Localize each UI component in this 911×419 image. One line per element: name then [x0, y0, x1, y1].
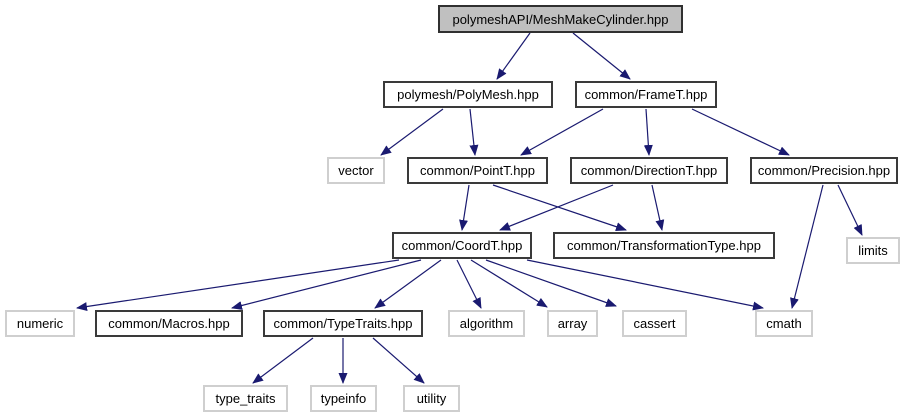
edge-coordt-to-cmath: [526, 259, 764, 311]
node-algorithm: algorithm: [448, 310, 525, 337]
node-array: array: [547, 310, 598, 337]
edge-directiont-to-coordt: [499, 184, 614, 231]
node-cassert: cassert: [622, 310, 687, 337]
node-type_traits: type_traits: [203, 385, 288, 412]
edge-coordt-to-typetraits: [374, 259, 442, 309]
edge-polymesh-to-pointt: [469, 108, 479, 156]
node-typetraits[interactable]: common/TypeTraits.hpp: [263, 310, 423, 337]
node-vector: vector: [327, 157, 385, 184]
edge-directiont-to-transformationtype: [651, 184, 665, 231]
node-transformationtype[interactable]: common/TransformationType.hpp: [553, 232, 775, 259]
node-cmath: cmath: [755, 310, 813, 337]
edge-coordt-to-algorithm: [456, 259, 482, 309]
node-root: polymeshAPI/MeshMakeCylinder.hpp: [438, 5, 683, 33]
edge-coordt-to-macros: [231, 259, 422, 310]
edge-pointt-to-coordt: [459, 184, 470, 231]
node-precision[interactable]: common/Precision.hpp: [750, 157, 898, 184]
edge-pointt-to-transformationtype: [492, 184, 627, 232]
node-macros[interactable]: common/Macros.hpp: [95, 310, 243, 337]
node-utility: utility: [403, 385, 460, 412]
node-directiont[interactable]: common/DirectionT.hpp: [570, 157, 728, 184]
node-typeinfo: typeinfo: [310, 385, 377, 412]
node-polymesh[interactable]: polymesh/PolyMesh.hpp: [383, 81, 553, 108]
edge-precision-to-limits: [837, 184, 863, 236]
edge-framet-to-precision: [691, 108, 790, 156]
edge-precision-to-cmath: [790, 184, 824, 309]
edge-coordt-to-array: [470, 259, 548, 308]
node-coordt[interactable]: common/CoordT.hpp: [392, 232, 532, 259]
node-numeric: numeric: [5, 310, 75, 337]
edge-coordt-to-cassert: [485, 259, 617, 307]
node-limits: limits: [846, 237, 900, 264]
edge-root-to-framet: [572, 32, 631, 80]
edge-framet-to-directiont: [643, 108, 653, 156]
edge-typetraits-to-utility: [372, 337, 425, 384]
edge-polymesh-to-vector: [380, 108, 444, 156]
edge-root-to-polymesh: [496, 32, 531, 80]
node-pointt[interactable]: common/PointT.hpp: [407, 157, 548, 184]
edge-coordt-to-numeric: [76, 259, 400, 311]
edge-framet-to-pointt: [520, 108, 604, 156]
node-framet[interactable]: common/FrameT.hpp: [575, 81, 717, 108]
edge-typetraits-to-type_traits: [252, 337, 314, 384]
